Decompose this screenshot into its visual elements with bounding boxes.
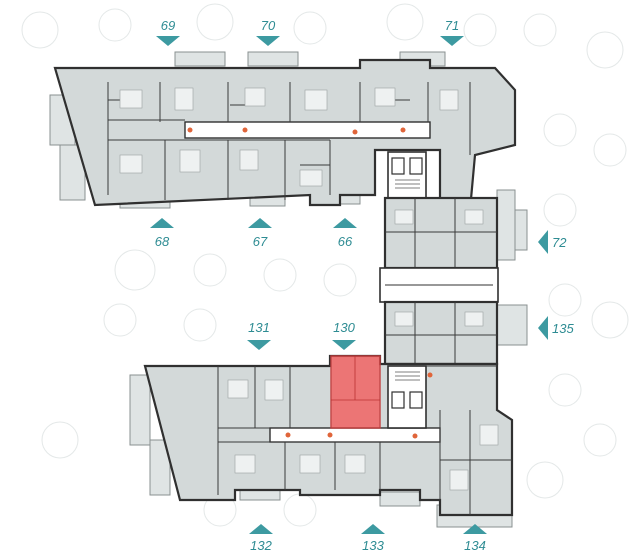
- unit-label-67: 67: [253, 234, 268, 249]
- unit-label-69: 69: [161, 18, 175, 33]
- arrow-up-icon: [249, 524, 273, 534]
- furniture: [119, 87, 499, 491]
- stair-core-upper: [387, 151, 427, 199]
- arrow-down-icon: [156, 36, 180, 46]
- upper-wing: [53, 58, 517, 212]
- arrow-down-icon: [332, 340, 356, 350]
- right-wing-lower: [383, 300, 499, 366]
- arrow-down-icon: [256, 36, 280, 46]
- unit-marker-131[interactable]: 131: [247, 320, 271, 350]
- unit-marker-68[interactable]: 68: [150, 218, 174, 249]
- balconies: [49, 51, 528, 528]
- unit-marker-135[interactable]: 135: [538, 316, 574, 340]
- landscape-trees: [21, 3, 629, 527]
- unit-marker-66[interactable]: 66: [333, 218, 357, 249]
- unit-label-133: 133: [362, 538, 384, 553]
- arrow-left-icon: [538, 316, 548, 340]
- unit-label-132: 132: [250, 538, 272, 553]
- door-markers: [187, 127, 433, 439]
- highlighted-apartment[interactable]: [330, 355, 381, 429]
- arrow-left-icon: [538, 230, 548, 254]
- unit-marker-130[interactable]: 130: [332, 320, 356, 350]
- arrow-up-icon: [463, 524, 487, 534]
- unit-label-131: 131: [248, 320, 270, 335]
- unit-marker-134[interactable]: 134: [463, 524, 487, 553]
- unit-label-70: 70: [261, 18, 276, 33]
- unit-label-135: 135: [552, 321, 574, 336]
- unit-label-130: 130: [333, 320, 355, 335]
- unit-marker-69[interactable]: 69: [156, 18, 180, 46]
- arrow-up-icon: [150, 218, 174, 228]
- unit-label-71: 71: [445, 18, 459, 33]
- unit-marker-71[interactable]: 71: [440, 18, 464, 46]
- arrow-down-icon: [247, 340, 271, 350]
- arrow-up-icon: [361, 524, 385, 534]
- arrow-down-icon: [440, 36, 464, 46]
- unit-marker-72[interactable]: 72: [538, 230, 567, 254]
- unit-marker-67[interactable]: 67: [248, 218, 272, 249]
- unit-label-72: 72: [552, 235, 567, 250]
- arrow-up-icon: [333, 218, 357, 228]
- arrow-up-icon: [248, 218, 272, 228]
- connector: [379, 267, 499, 303]
- unit-label-134: 134: [464, 538, 486, 553]
- right-wing-upper: [383, 196, 499, 270]
- unit-label-68: 68: [155, 234, 170, 249]
- unit-marker-132[interactable]: 132: [249, 524, 273, 553]
- unit-marker-133[interactable]: 133: [361, 524, 385, 553]
- unit-marker-70[interactable]: 70: [256, 18, 280, 46]
- unit-label-66: 66: [338, 234, 353, 249]
